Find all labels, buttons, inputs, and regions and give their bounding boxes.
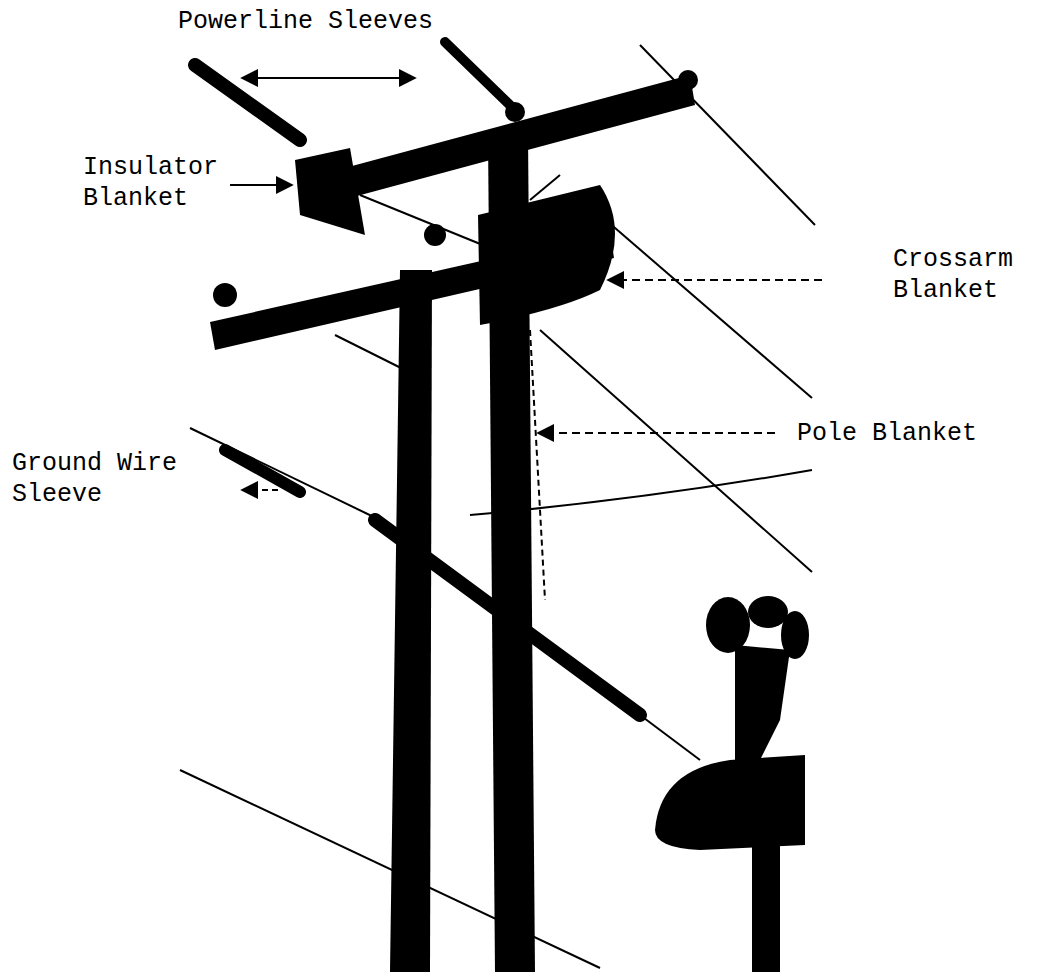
leader-arrow — [538, 432, 775, 434]
bucket — [655, 755, 805, 850]
lineman — [748, 596, 788, 628]
part-label: Powerline Sleeves — [178, 6, 478, 37]
part-label: Crossarm Blanket — [893, 244, 1033, 307]
pole-blanket-edge — [530, 330, 545, 600]
crossarm — [300, 75, 695, 210]
insulator-blanket — [295, 148, 365, 235]
part-label: Insulator Blanket — [83, 152, 243, 215]
insulator — [678, 70, 698, 90]
part-label: Pole Blanket — [797, 418, 1027, 449]
leader-arrow — [242, 77, 415, 79]
insulator — [424, 224, 446, 246]
leader-arrow — [242, 489, 278, 491]
crossarm-blanket — [478, 185, 615, 325]
pole — [390, 270, 432, 972]
lineman — [706, 597, 750, 653]
powerline-sleeve — [445, 42, 515, 110]
insulator — [505, 102, 525, 122]
leader-arrow — [230, 184, 292, 186]
power-wire — [600, 215, 812, 398]
insulator — [213, 283, 237, 307]
brace — [360, 195, 495, 250]
brace — [335, 335, 405, 370]
ground-wire — [640, 715, 700, 760]
lineman — [735, 645, 790, 760]
power-wire — [540, 330, 812, 572]
leader-arrow — [608, 279, 822, 281]
boom — [752, 845, 780, 972]
ground-wire — [190, 428, 380, 520]
part-label: Ground Wire Sleeve — [12, 448, 197, 511]
power-wire — [180, 770, 600, 968]
powerline-sleeve — [195, 65, 300, 140]
ground-wire-sleeve — [225, 450, 300, 492]
power-wire — [640, 45, 815, 225]
